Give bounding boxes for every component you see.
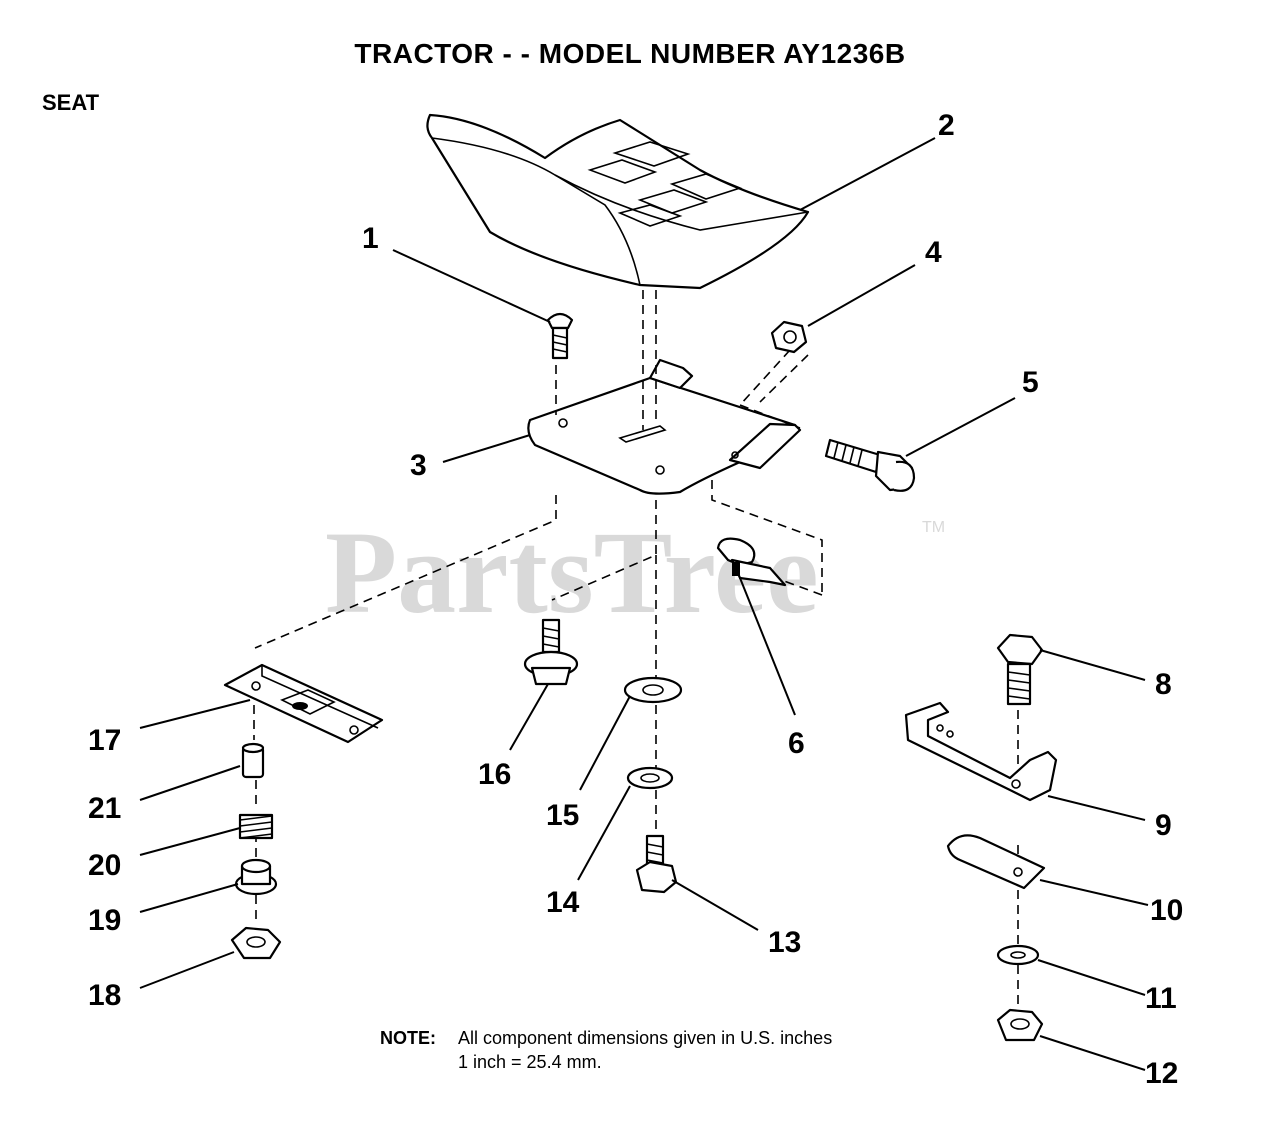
callout-16: 16 <box>478 758 511 791</box>
callout-5: 5 <box>1022 366 1039 399</box>
seat-pan-part <box>527 358 802 495</box>
slide-bracket-part <box>223 663 384 744</box>
callout-3: 3 <box>410 449 427 482</box>
clip-part <box>716 537 787 587</box>
mounting-bracket-part <box>904 701 1058 802</box>
callout-1: 1 <box>362 222 379 255</box>
flange-bolt-part <box>523 618 579 686</box>
cap-screw-part <box>996 633 1044 706</box>
note-line-2: 1 inch = 25.4 mm. <box>458 1052 602 1072</box>
hex-bolt-part <box>635 834 678 894</box>
section-label: SEAT <box>42 90 100 115</box>
shoulder-bolt-part <box>824 438 916 492</box>
assembly-lines <box>253 290 1019 1012</box>
lock-washer-part <box>626 766 674 790</box>
pin-part <box>241 742 265 779</box>
dimension-note: NOTE: All component dimensions given in U… <box>380 1026 832 1074</box>
callout-4: 4 <box>925 236 942 269</box>
curved-plate-part <box>946 834 1046 890</box>
diagram-title: TRACTOR - - MODEL NUMBER AY1236B <box>354 38 906 69</box>
callout-14: 14 <box>546 886 580 919</box>
flange-nut-part <box>230 926 282 960</box>
callout-21: 21 <box>88 792 121 825</box>
small-washer-part <box>996 944 1040 966</box>
note-line-1: All component dimensions given in U.S. i… <box>458 1028 833 1048</box>
callout-13: 13 <box>768 926 801 959</box>
callout-19: 19 <box>88 904 121 937</box>
leader-lines <box>139 137 1149 1071</box>
callout-17: 17 <box>88 724 121 757</box>
note-label: NOTE: <box>380 1028 436 1048</box>
carriage-bolt-part <box>546 312 574 360</box>
callout-numbers: 1 2 3 4 5 6 8 9 10 11 12 13 14 15 16 17 … <box>88 109 1183 1090</box>
callout-20: 20 <box>88 849 121 882</box>
lock-nut-part <box>996 1008 1044 1042</box>
spacer-part <box>234 858 278 896</box>
seat-part <box>426 113 810 290</box>
spring-part <box>238 813 274 840</box>
callout-11: 11 <box>1145 982 1177 1015</box>
callout-10: 10 <box>1150 894 1183 927</box>
callout-12: 12 <box>1145 1057 1178 1090</box>
hex-nut-part <box>770 320 808 354</box>
flat-washer-part <box>623 676 683 704</box>
callout-2: 2 <box>938 109 955 142</box>
callout-9: 9 <box>1155 809 1172 842</box>
callout-6: 6 <box>788 727 805 760</box>
watermark-tm: TM <box>922 519 945 536</box>
callout-15: 15 <box>546 799 579 832</box>
callout-8: 8 <box>1155 668 1172 701</box>
callout-18: 18 <box>88 979 121 1012</box>
